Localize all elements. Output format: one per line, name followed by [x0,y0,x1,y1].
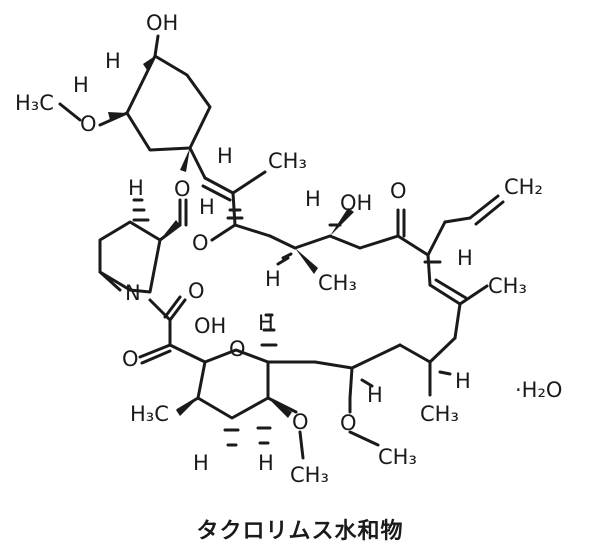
atom-oh-hemiketal: OH [194,314,226,338]
atom-h3c-methoxy: H₃C [15,91,54,115]
atom-ch3-c13: CH₃ [290,463,329,487]
atom-o-ketone: O [390,179,407,203]
atom-h-c13: H [258,451,274,475]
atom-ch3-c25: CH₃ [318,271,357,295]
stereo-bonds [108,56,452,447]
atom-h-top2: H [73,73,89,97]
atom-h-c21: H [457,246,473,270]
hydrate-label: ·H₂O [515,378,562,402]
atom-o-c13: O [292,410,309,434]
atom-o-amide: O [188,279,205,303]
atom-ch3-c17: CH₃ [420,402,459,426]
bond-lines [58,34,505,460]
atom-h-cyclohexyl: H [217,144,233,168]
atom-h-c25: H [265,267,281,291]
atom-h-c14: H [258,311,274,335]
atom-o-ester: O [192,231,209,255]
atom-o-pyran: O [229,337,246,361]
atom-ch3-c15: CH₃ [378,445,417,469]
atom-ch3-c19: CH₃ [488,274,527,298]
atom-oh-top: OH [146,11,178,35]
atom-h-top1: H [105,49,121,73]
atom-ch2-allyl: CH₂ [504,175,543,199]
atom-h-c11: H [455,369,471,393]
atom-h-pip: H [128,176,144,200]
atom-h-c26: H [199,195,215,219]
atom-h-c12: H [193,451,209,475]
atom-labels: OH H H₃C H O H CH₃ CH₂ H O H H OH O O H … [15,11,543,487]
atom-n-pip: N [125,281,141,305]
atom-o-ester-co: O [174,177,191,201]
compound-name: タクロリムス水和物 [196,519,404,544]
atom-oh-c24: OH [340,191,372,215]
atom-o-methoxy: O [80,112,97,136]
atom-h3c-c11: H₃C [130,402,169,426]
atom-ch3-vinyl: CH₃ [268,149,307,173]
atom-h-c24: H [305,187,321,211]
atom-o-diketo: O [122,347,139,371]
atom-o-c15: O [340,411,357,435]
atom-h-c15: H [367,383,383,407]
